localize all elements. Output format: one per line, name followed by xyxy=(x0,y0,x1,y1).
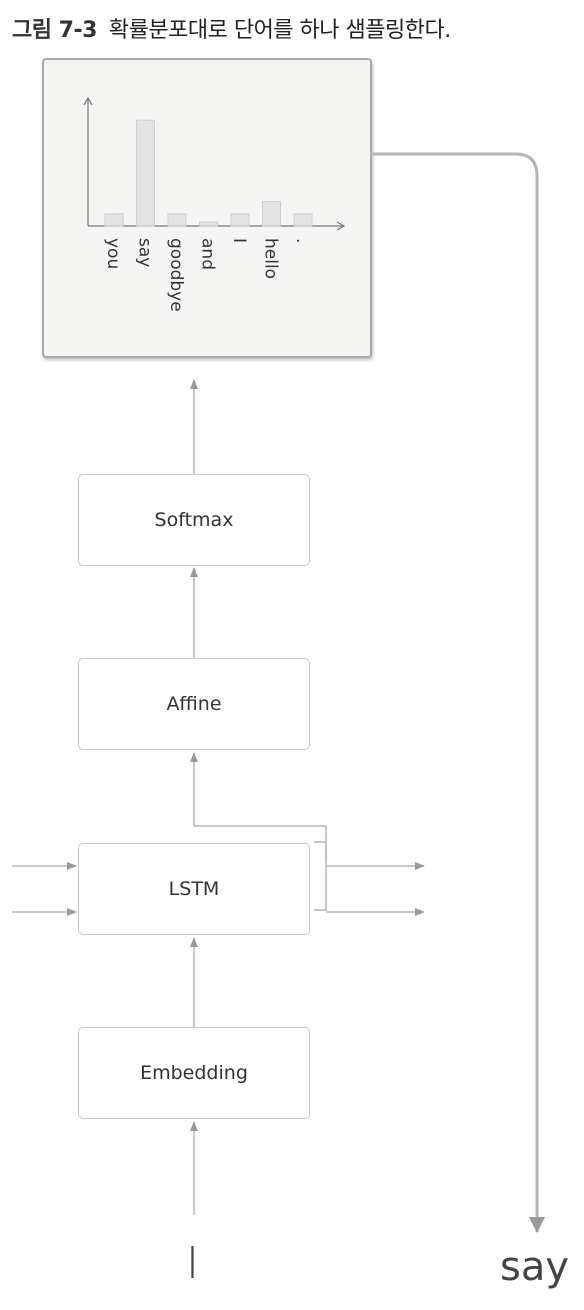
affine-label: Affine xyxy=(166,693,222,715)
tick-label-3: and xyxy=(198,238,218,270)
tick-label-1: say xyxy=(135,238,155,267)
bar-5 xyxy=(262,201,281,227)
bar-1 xyxy=(136,119,155,227)
softmax-label: Softmax xyxy=(154,509,234,531)
bar-3 xyxy=(199,221,218,227)
lstm-label: LSTM xyxy=(168,878,220,900)
y-axis-arrowhead xyxy=(83,96,93,106)
figure-title: 확률분포대로 단어를 하나 샘플링한다. xyxy=(108,18,451,43)
lstm-layer: LSTM xyxy=(78,843,310,935)
arrow-sample-to-output xyxy=(370,152,545,1233)
tick-label-4: I xyxy=(229,238,249,243)
figure-number: 그림 7-3 xyxy=(12,18,97,43)
lstm-state-bracket xyxy=(314,841,327,911)
bar-4 xyxy=(230,213,250,227)
bar-2 xyxy=(167,213,187,227)
embedding-label: Embedding xyxy=(140,1062,248,1084)
tick-label-6: . xyxy=(292,238,312,243)
tick-label-2: goodbye xyxy=(166,238,186,312)
affine-layer: Affine xyxy=(78,658,310,750)
tick-label-5: hello xyxy=(261,238,281,279)
bar-0 xyxy=(104,213,124,227)
input-word: I xyxy=(186,1238,199,1289)
figure-caption: 그림 7-3 확률분포대로 단어를 하나 샘플링한다. xyxy=(12,12,451,44)
x-axis-arrowhead xyxy=(336,221,346,231)
output-word: say xyxy=(500,1244,570,1290)
softmax-layer: Softmax xyxy=(78,474,310,566)
bar-6 xyxy=(293,213,313,227)
embedding-layer: Embedding xyxy=(78,1027,310,1119)
tick-label-0: you xyxy=(103,238,123,269)
